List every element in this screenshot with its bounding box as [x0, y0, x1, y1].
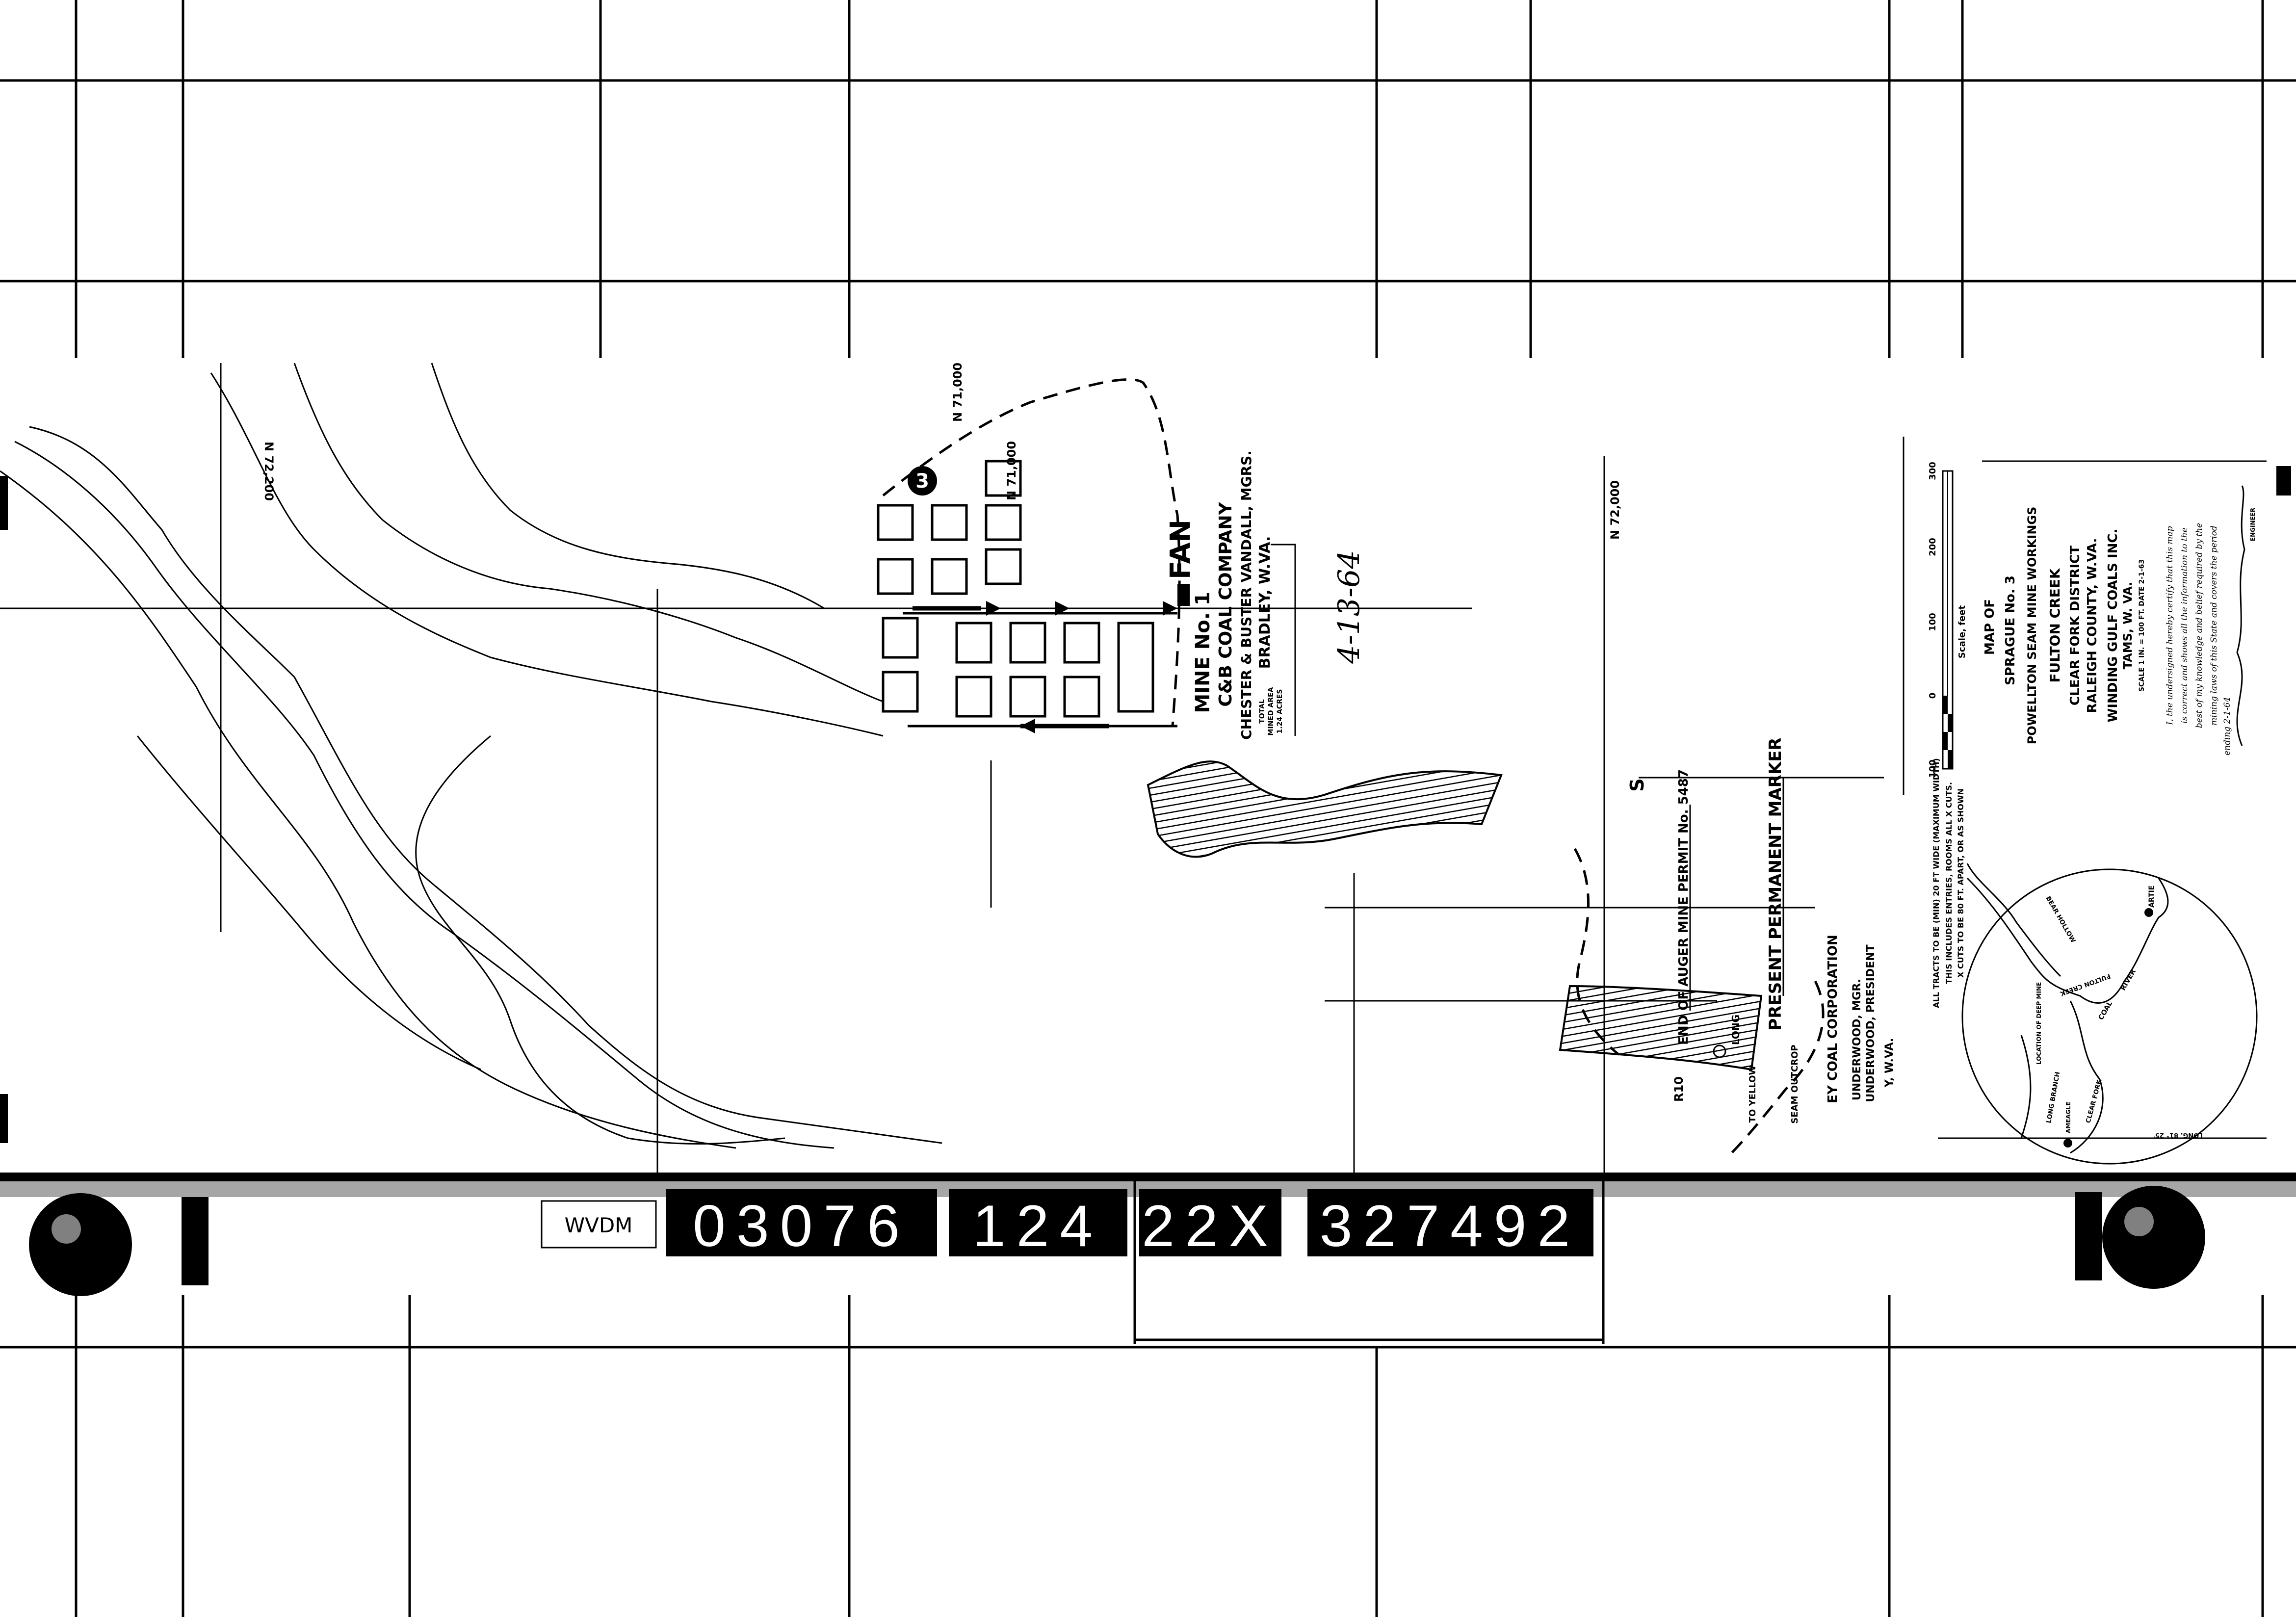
film-id-group: 03076 — [693, 1193, 911, 1259]
town-artie: ARTIE — [2148, 886, 2156, 908]
outcrop-label: SEAM OUTCROP — [1790, 1044, 1800, 1123]
scale-label: Scale, feet — [1957, 605, 1967, 659]
note-line: THIS INCLUDES ENTRIES, ROOMS ALL X CUTS. — [1944, 782, 1954, 984]
handwritten-date: 4-13-64 — [1332, 550, 1366, 664]
town-title: TAMS, W. VA. — [2121, 582, 2135, 670]
long-label: LONG — [1730, 1015, 1742, 1045]
yellow-label: TO YELLOW — [1748, 1066, 1758, 1123]
map-of: MAP OF — [1983, 599, 1997, 655]
mine-company: C&B COAL COMPANY — [1216, 501, 1236, 706]
registration-knob-left — [29, 1193, 132, 1296]
certification-line: I, the undersigned hereby certify that t… — [2165, 526, 2175, 725]
president-name: UNDERWOOD, PRESIDENT — [1865, 944, 1877, 1102]
scale-tick: 300 — [1928, 462, 1938, 480]
mine-workings — [877, 460, 1177, 729]
district-title: CLEAR FORK DISTRICT — [2068, 546, 2083, 705]
auger-area-1 — [1147, 760, 1503, 858]
mine-label: FAN MINE No. 1 C&B COAL COMPANY CHESTER … — [1165, 450, 1366, 740]
mine-title: SPRAGUE No. 3 — [2003, 575, 2018, 685]
mine-number: 3 — [915, 470, 929, 493]
coal-corporation: EY COAL CORPORATION — [1826, 935, 1840, 1103]
corporation-location: Y, W.VA. — [1883, 1038, 1896, 1088]
mine-name: MINE No. 1 — [1192, 592, 1214, 713]
company-title: WINDING GULF COALS INC. — [2106, 529, 2120, 723]
acres-value: 1.24 ACRES — [1276, 689, 1284, 734]
contour-lines — [0, 363, 1825, 1159]
certification-line: is correct and shows all the information… — [2180, 527, 2190, 723]
northing-label: N 71,000 — [1005, 441, 1018, 500]
present-permanent-marker: PRESENT PERMANENT MARKER — [1766, 737, 1785, 1030]
mine-location: BRADLEY, W.VA. — [1256, 536, 1274, 669]
northing-label: N 72,200 — [262, 442, 276, 501]
scale-tick: 200 — [1928, 538, 1938, 556]
air-flow-arrows — [986, 601, 1177, 733]
film-prefix: WVDM — [565, 1213, 633, 1237]
deep-mine-label: LOCATION OF DEEP MINE — [2035, 982, 2042, 1065]
scale-date: SCALE 1 IN. = 100 FT. DATE 2-1-63 — [2138, 559, 2146, 692]
mined-area-label: MINED AREA — [1267, 687, 1275, 735]
scale-tick: 100 — [1928, 759, 1938, 778]
auger-area-2 — [1559, 985, 1763, 1071]
northing-label: N 71,000 — [951, 363, 965, 422]
notes: ALL TRACTS TO BE (MIN) 20 FT WIDE (MAXIM… — [1931, 758, 1965, 1008]
film-id-group: 124 — [973, 1193, 1103, 1259]
scale-tick: 0 — [1928, 693, 1938, 699]
s-marker: S — [1626, 778, 1648, 791]
map-sheet — [0, 358, 2296, 1173]
end-of-auger-permit: END OF AUGER MINE PERMIT No. 5487 — [1676, 769, 1691, 1045]
manager-name: UNDERWOOD, MGR. — [1851, 979, 1863, 1100]
seam-title: POWELLTON SEAM MINE WORKINGS — [2025, 507, 2039, 745]
title-block: 100 0 100 200 300 Scale, feet MAP OF SPR… — [1903, 437, 2267, 795]
creek-title: FULTON CREEK — [2047, 568, 2063, 683]
certification-line: ending 2-1-64 — [2222, 697, 2232, 756]
film-id-strip: WVDM 03076 124 22X 327492 — [0, 1173, 2296, 1296]
note-line: X CUTS TO BE 80 FT. APART, OR AS SHOWN — [1956, 788, 1965, 978]
marker-point-icon — [1713, 1044, 1726, 1058]
northing-label: N 72,000 — [1608, 480, 1622, 540]
mine-managers: CHESTER & BUSTER VANDALL, MGRS. — [1238, 450, 1254, 740]
engineer-label: ENGINEER — [2249, 508, 2256, 541]
registration-knob-right — [2102, 1186, 2205, 1289]
scale-bar — [1942, 470, 1954, 770]
engineer-signature — [2236, 485, 2245, 746]
fan-symbol-icon — [1177, 584, 1190, 606]
total-label: TOTAL — [1258, 699, 1266, 724]
longitude-label: LONG. 81° 25' — [2153, 1131, 2203, 1139]
fan-label: FAN — [1165, 520, 1197, 579]
certification-line: mining laws of this State and covers the… — [2209, 525, 2219, 726]
film-id-group: 22X — [1142, 1193, 1279, 1259]
town-ameagle: AMEAGLE — [2065, 1102, 2072, 1133]
r10-label: R10 — [1672, 1076, 1686, 1102]
mine-number-badge — [908, 466, 937, 496]
note-line: ALL TRACTS TO BE (MIN) 20 FT WIDE (MAXIM… — [1931, 758, 1941, 1008]
scale-tick: 100 — [1928, 613, 1938, 631]
county-title: RALEIGH COUNTY, W.VA. — [2085, 538, 2100, 713]
film-id-group: 327492 — [1320, 1193, 1581, 1259]
permit-labels: S END OF AUGER MINE PERMIT No. 5487 PRES… — [1626, 737, 1896, 1123]
grid-labels: N 71,000 N 71,000 N 72,000 N 72,200 3 — [262, 363, 1622, 540]
certification-line: best of my knowledge and belief required… — [2194, 523, 2204, 728]
